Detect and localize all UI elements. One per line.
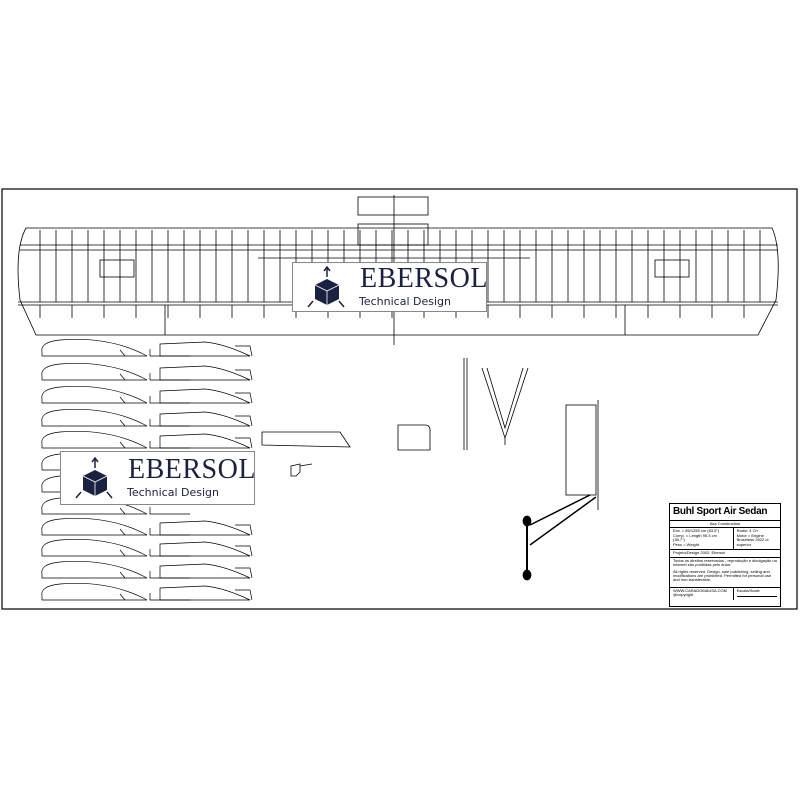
wing-rib bbox=[41, 518, 190, 536]
wing-rib bbox=[41, 583, 190, 601]
scale-bar: Escala/Scale bbox=[734, 588, 780, 600]
wing-rib bbox=[41, 539, 190, 557]
spec-radio: Radio: 4 Ch bbox=[736, 528, 758, 534]
aileron-rib bbox=[159, 563, 253, 579]
specs: Env. = 85/1255 cm (83.5") Comp. = Length… bbox=[670, 528, 734, 550]
wing-rib bbox=[41, 363, 190, 381]
aileron-rib bbox=[159, 411, 253, 427]
spec-length: Comp. = Length 95.3 cm (38.7") bbox=[673, 532, 717, 543]
wing-rib bbox=[41, 386, 190, 404]
spec-weight: Peso = Weight bbox=[673, 541, 700, 547]
aileron-rib bbox=[159, 541, 253, 557]
wing-planform bbox=[17, 195, 779, 345]
box-logo-icon bbox=[307, 265, 345, 308]
wing-rib bbox=[41, 561, 190, 579]
spec-wingspan: Env. = 85/1255 cm (83.5") bbox=[673, 528, 720, 534]
aileron-rib bbox=[159, 365, 253, 381]
website-text: WWW.CARADOMAUSA.COM bbox=[673, 587, 727, 593]
title-block: Buhl Sport Air Sedan Asa Construction En… bbox=[669, 503, 781, 607]
wing-rib bbox=[41, 409, 190, 427]
fitting-parts bbox=[261, 358, 599, 581]
logo-tagline-text: Technical Design bbox=[127, 486, 219, 499]
drawing-subtitle: Asa Construction bbox=[670, 521, 780, 529]
rib-parts bbox=[41, 339, 253, 601]
logo-brand-text: EBERSOL bbox=[128, 454, 256, 485]
aileron-rib bbox=[159, 585, 253, 601]
wing-rib bbox=[41, 339, 190, 357]
copyright-text: @copyright bbox=[673, 592, 694, 598]
box-logo-icon bbox=[75, 456, 113, 499]
design-credit: Projeto/Design 2002: Ebersol bbox=[670, 550, 780, 558]
rights-english: All rights reserved. Design, sale publis… bbox=[673, 568, 772, 583]
drawing-title: Buhl Sport Air Sedan bbox=[670, 504, 780, 521]
sheet-border bbox=[1, 188, 798, 610]
aileron-rib bbox=[159, 520, 253, 536]
spec-motor: Motor = Engine Brushless 2822 or superio… bbox=[736, 532, 769, 547]
aileron-rib bbox=[159, 341, 253, 357]
watermark-logo-top: EBERSOL Technical Design bbox=[292, 262, 487, 312]
logo-tagline-text: Technical Design bbox=[359, 295, 451, 308]
scale-label: Escala/Scale bbox=[736, 587, 760, 593]
aileron-rib bbox=[159, 388, 253, 404]
aileron-rib bbox=[159, 433, 253, 449]
rights-portuguese: Todos os direitos reservados - reproduçã… bbox=[673, 557, 777, 568]
wing-rib bbox=[41, 431, 190, 449]
logo-brand-text: EBERSOL bbox=[360, 263, 488, 294]
watermark-logo-bottom: EBERSOL Technical Design bbox=[60, 451, 255, 505]
